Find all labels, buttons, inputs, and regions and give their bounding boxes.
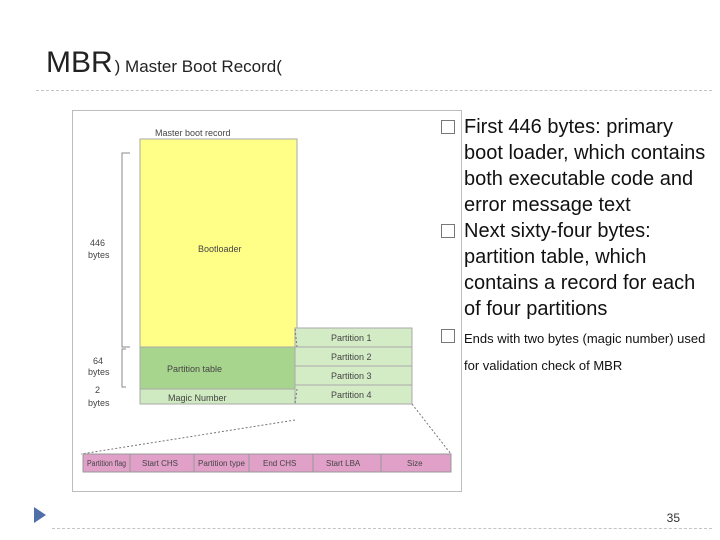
field-start-lba-label: Start LBA xyxy=(326,459,361,468)
title-main: MBR xyxy=(46,46,113,79)
partition-1-label: Partition 1 xyxy=(331,333,372,343)
mbr-diagram-svg: Master boot record Bootloader Partition … xyxy=(80,128,452,473)
entry-line-left xyxy=(80,419,296,455)
field-end-chs-label: End CHS xyxy=(263,459,296,468)
partition-4-label: Partition 4 xyxy=(331,390,372,400)
bracket-64 xyxy=(121,348,126,388)
magic-number-label: Magic Number xyxy=(168,393,227,403)
title-subtitle: ) Master Boot Record( xyxy=(114,57,282,76)
size-64-unit: bytes xyxy=(88,367,110,377)
bootloader-block xyxy=(139,138,298,348)
bootloader-label: Bootloader xyxy=(198,244,242,254)
field-size-label: Size xyxy=(407,459,423,468)
footer-divider xyxy=(52,528,712,529)
size-2: 2 xyxy=(95,385,100,395)
partition-4-row xyxy=(294,384,413,405)
field-partition-type-label: Partition type xyxy=(198,459,246,468)
bullet-list: First 446 bytes: primary boot loader, wh… xyxy=(439,114,707,379)
partition-3-label: Partition 3 xyxy=(331,371,372,381)
bullet-text: Ends with two bytes (magic number) used … xyxy=(464,331,706,373)
bullet-box-icon xyxy=(441,329,455,343)
size-64: 64 xyxy=(93,356,103,366)
slide-title: MBR) Master Boot Record( xyxy=(46,48,282,78)
field-start-chs-label: Start CHS xyxy=(142,459,178,468)
triangle-arrow-icon xyxy=(34,507,46,523)
bullet-box-icon xyxy=(441,120,455,134)
size-446-unit: bytes xyxy=(88,250,110,260)
field-size xyxy=(380,453,452,473)
bullet-item: Next sixty-four bytes: partition table, … xyxy=(439,218,707,322)
bullet-item: Ends with two bytes (magic number) used … xyxy=(439,325,707,379)
bracket-446 xyxy=(121,152,130,348)
bullet-item: First 446 bytes: primary boot loader, wh… xyxy=(439,114,707,218)
field-partition-flag-label: Partition flag xyxy=(87,459,126,468)
diagram-heading: Master boot record xyxy=(155,128,231,138)
partition-2-label: Partition 2 xyxy=(331,352,372,362)
bullet-text: First 446 bytes: primary boot loader, wh… xyxy=(464,116,706,216)
expand-line-bottom xyxy=(294,388,298,405)
partition-table-label: Partition table xyxy=(167,364,222,374)
size-2-unit: bytes xyxy=(88,398,110,408)
title-divider xyxy=(36,90,712,91)
size-446: 446 xyxy=(90,238,105,248)
bullet-text: Next sixty-four bytes: partition table, … xyxy=(464,220,696,320)
entry-line-right xyxy=(411,403,452,455)
mbr-diagram: Master boot record Bootloader Partition … xyxy=(72,110,462,492)
partition-table-block xyxy=(139,346,298,390)
bullet-box-icon xyxy=(441,224,455,238)
page-number: 35 xyxy=(666,511,680,525)
expand-line-top xyxy=(294,327,298,348)
